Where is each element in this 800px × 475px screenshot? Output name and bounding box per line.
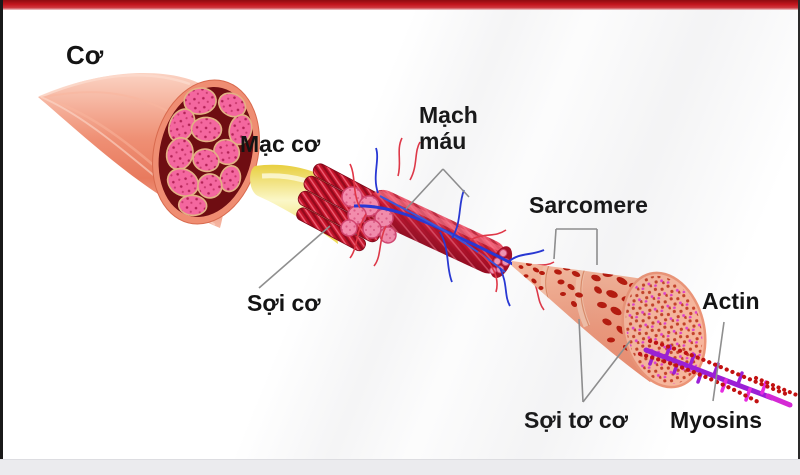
label-soi-co: Sợi cơ xyxy=(247,290,321,316)
pointer-line-sarcomere-bracket xyxy=(553,228,557,260)
fiber-bundle-caps xyxy=(340,186,397,244)
pointer-line-soi-to-co xyxy=(578,318,584,403)
label-soi-to-co: Sợi tơ cơ xyxy=(524,407,629,433)
bottom-strip xyxy=(0,459,800,475)
right-frame-border xyxy=(798,0,800,475)
label-sarcomere: Sarcomere xyxy=(529,192,648,218)
pointer-line-soi-to-co xyxy=(582,340,631,403)
pointer-line-soi-co xyxy=(258,225,331,289)
muscle-cross-section xyxy=(152,79,260,225)
pointer-line-mach-mau xyxy=(405,168,444,210)
label-actin: Actin xyxy=(702,288,760,314)
actin-myosin-filaments xyxy=(637,338,800,408)
top-red-bar xyxy=(0,0,800,10)
left-frame-border xyxy=(0,0,3,475)
myofibril xyxy=(512,261,707,389)
pointer-lines-layer xyxy=(258,168,725,403)
pointer-line-mach-mau xyxy=(442,168,470,198)
pointer-line-actin xyxy=(712,321,725,402)
label-co: Cơ xyxy=(66,40,104,70)
label-mac-co: Mạc cơ xyxy=(240,131,321,157)
blood-vessels xyxy=(349,137,555,311)
label-mach-mau: Mạch máu xyxy=(419,102,478,154)
label-myosins: Myosins xyxy=(670,407,763,433)
